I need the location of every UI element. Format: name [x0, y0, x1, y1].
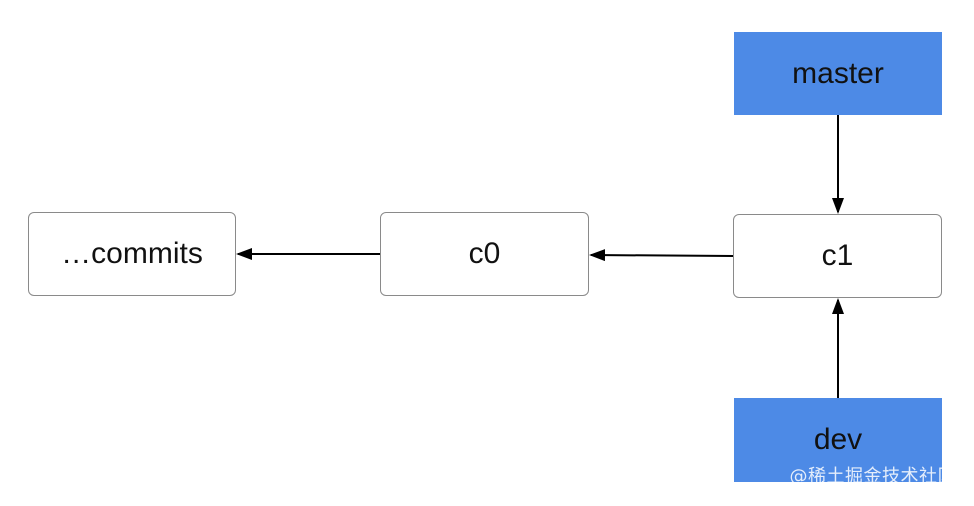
branch-pointer-master: master	[734, 32, 942, 115]
commit-label: c0	[468, 237, 501, 270]
branch-label: master	[792, 56, 884, 90]
commit-node-older-commits: …commits	[28, 212, 236, 296]
commit-label: c1	[821, 239, 854, 272]
branch-label: dev	[813, 423, 863, 456]
watermark: @稀土掘金技术社区	[789, 466, 956, 487]
commit-node-c1: c1	[733, 214, 942, 298]
commit-node-c0: c0	[380, 212, 589, 296]
branch-pointer-dev: dev	[734, 398, 942, 482]
commit-label: …commits	[61, 237, 203, 270]
arrow-c1-to-c0	[589, 249, 734, 262]
